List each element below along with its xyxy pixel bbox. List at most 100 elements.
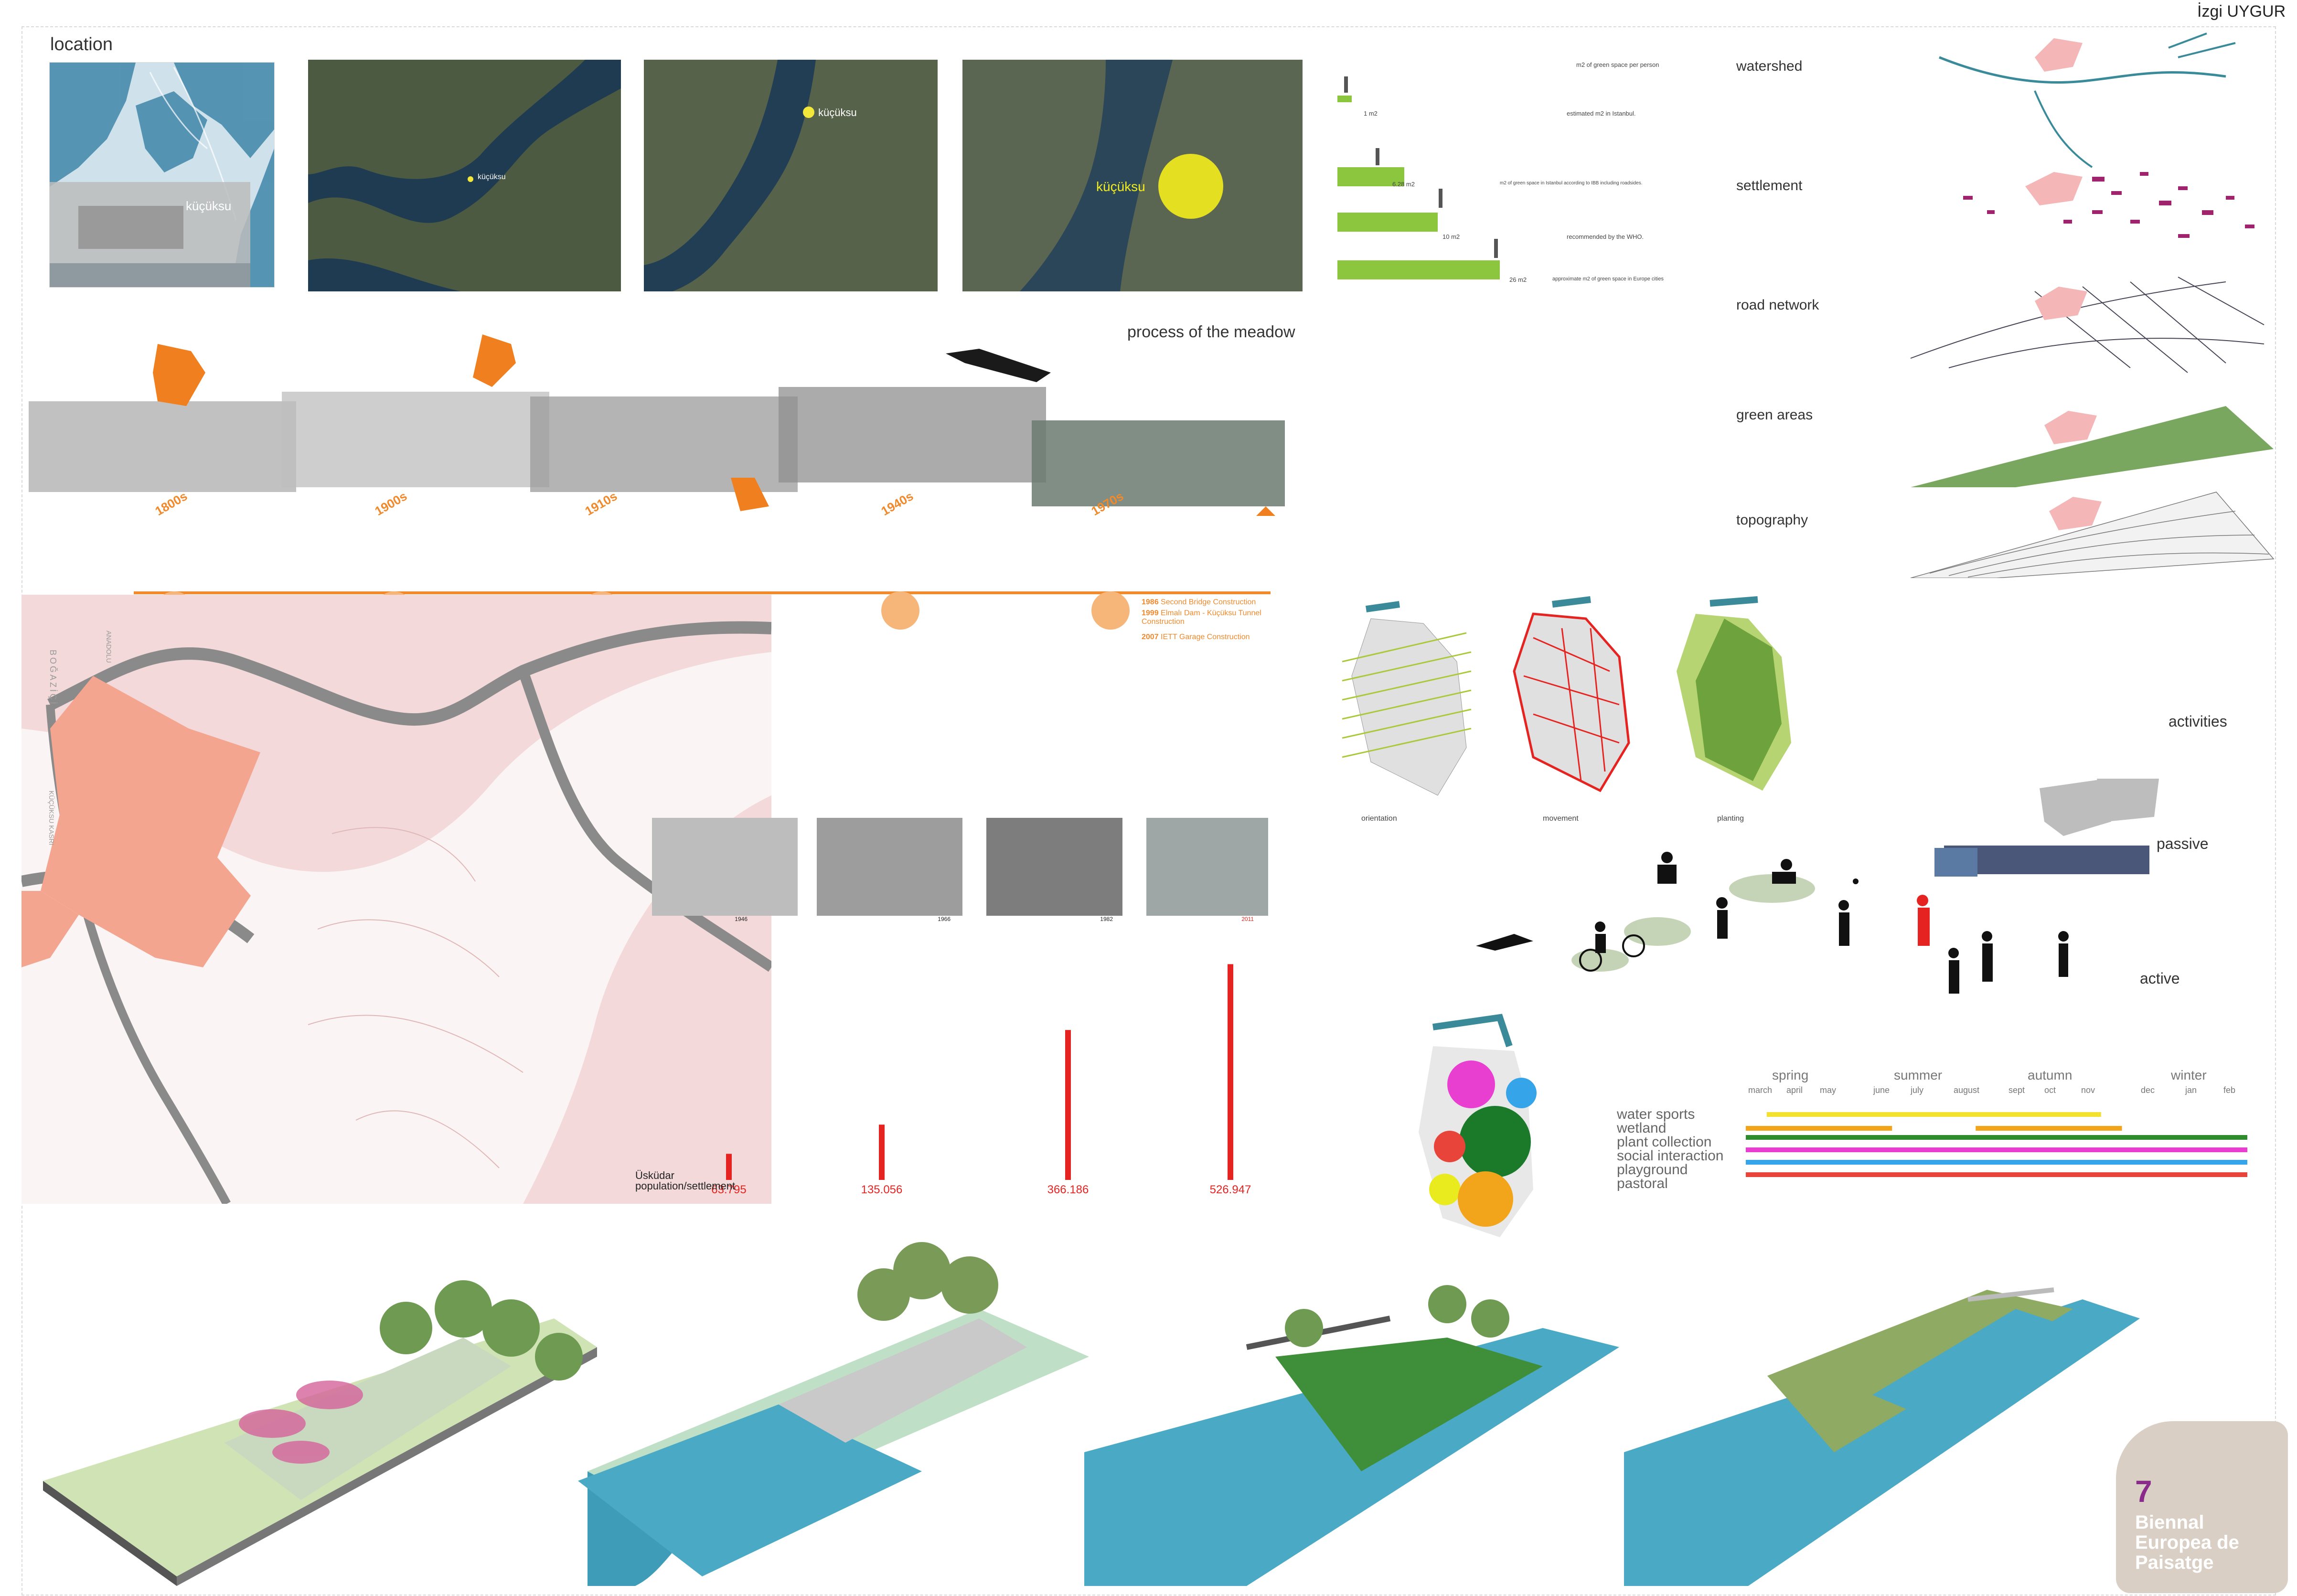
satellite-photo-3: küçüksu — [962, 60, 1303, 291]
timeline-line — [134, 591, 1271, 594]
satellite-photo-1-label: küçüksu — [478, 173, 506, 181]
season-label-wetland: wetland — [1617, 1120, 1667, 1136]
population-caption: Üsküdar population/settlement — [635, 1169, 736, 1192]
season-bars — [1746, 1112, 2247, 1177]
layer-label-watershed: watershed — [1736, 58, 1803, 74]
event-2-year: 1999 — [1142, 609, 1159, 617]
historic-photo-year-1946: 1946 — [735, 916, 748, 922]
season-row-labels: water sports wetland plant collection so… — [1617, 1106, 1724, 1191]
month-june: june — [1873, 1085, 1890, 1095]
activities-passive: passive — [2157, 835, 2209, 852]
population-value-1946: 63.795 — [711, 1183, 746, 1196]
historic-photo-year-1966: 1966 — [938, 916, 951, 922]
green-space-note-1: estimated m2 in Istanbul. — [1567, 110, 1636, 117]
timeline-event-1: 1986 Second Bridge Construction — [1142, 598, 1256, 607]
green-space-note-4: approximate m2 of green space in Europe … — [1552, 276, 1664, 282]
season-winter: winter — [2171, 1068, 2207, 1082]
season-bar-pastoral — [1746, 1172, 2247, 1177]
layer-label-green-areas: green areas — [1736, 407, 1813, 423]
historic-photo-year-1982: 1982 — [1100, 916, 1113, 922]
activities-active: active — [2140, 970, 2180, 987]
map-label-bogazici: BOĞAZİÇİ — [48, 650, 58, 707]
season-autumn: autumn — [2028, 1068, 2073, 1082]
activities-title: activities — [2169, 713, 2227, 730]
month-july: july — [1911, 1085, 1924, 1095]
population-chart: 63.7951946135.0561966366.1861982526.9472… — [711, 916, 1254, 1196]
season-label-water-sports: water sports — [1617, 1106, 1695, 1122]
green-space-note-2: m2 of green space in Istanbul according … — [1500, 181, 1643, 186]
timeline-dot-5 — [1091, 591, 1130, 630]
location-map-label: küçüksu — [186, 199, 232, 213]
biennale-badge: 7 Biennal Europea de Paisatge — [2116, 1421, 2288, 1593]
green-space-value-2: 6.28 m2 — [1392, 181, 1415, 188]
biennale-line-1: Biennal — [2135, 1512, 2204, 1533]
layer-label-road-network: road network — [1736, 297, 1819, 313]
season-label-playground: playground — [1617, 1162, 1688, 1178]
event-2-text: Elmalı Dam - Küçüksu Tunnel Construction — [1142, 609, 1261, 626]
green-space-steps — [1337, 76, 1500, 279]
season-bar-water-sports — [1766, 1112, 2101, 1117]
season-bar-plant-collection — [1746, 1135, 2247, 1140]
satellite-photo-2-label: küçüksu — [818, 107, 857, 118]
axonometric-views — [43, 1242, 2140, 1586]
map-label-anadolu: ANADOLU — [105, 631, 113, 663]
month-feb: feb — [2223, 1085, 2236, 1095]
season-label-social-interaction: social interaction — [1617, 1148, 1724, 1164]
event-1-text: Second Bridge Construction — [1161, 598, 1256, 606]
population-bar-1946 — [726, 1154, 732, 1180]
month-april: april — [1786, 1085, 1803, 1095]
season-bar-wetland-2 — [1976, 1126, 2122, 1131]
map-label-kucuksu-kasri: KÜÇÜKSU KASRI — [48, 791, 55, 846]
historic-photo-1 — [652, 818, 798, 916]
biennale-line-3: Paisatge — [2135, 1552, 2214, 1573]
green-space-panel: m2 of green space per person 1 m2 estima… — [1328, 57, 1691, 287]
season-bar-wetland — [1746, 1126, 1892, 1131]
layer-label-settlement: settlement — [1736, 178, 1803, 193]
historic-photo-3 — [986, 818, 1122, 916]
green-space-value-1: 1 m2 — [1364, 110, 1378, 117]
population-value-1982: 366.186 — [1047, 1183, 1089, 1196]
population-bar-1982 — [1065, 1030, 1071, 1180]
event-1-year: 1986 — [1142, 598, 1159, 606]
location-map: küçüksu — [49, 62, 275, 288]
month-dec: dec — [2141, 1085, 2155, 1095]
season-summer: summer — [1894, 1068, 1943, 1082]
activities-silhouettes — [1476, 779, 2159, 994]
historic-photo-year-2011: 2011 — [1241, 916, 1254, 922]
month-jan: jan — [2185, 1085, 2197, 1095]
site-diagrams — [1342, 596, 1791, 796]
program-circles — [1419, 1014, 1537, 1237]
season-label-plant-collection: plant collection — [1617, 1134, 1712, 1150]
month-oct: oct — [2044, 1085, 2056, 1095]
month-may: may — [1820, 1085, 1837, 1095]
satellite-photo-3-label: küçüksu — [1096, 179, 1145, 194]
season-bar-social-interaction — [1746, 1147, 2247, 1152]
biennale-line-2: Europea de — [2135, 1532, 2239, 1553]
months-row: march april may june july august sept oc… — [1748, 1085, 2250, 1097]
event-3-text: IETT Garage Construction — [1161, 633, 1250, 641]
population-bar-2011 — [1228, 964, 1233, 1180]
layer-label-topography: topography — [1736, 512, 1808, 528]
population-value-1966: 135.056 — [861, 1183, 903, 1196]
process-title: process of the meadow — [1127, 323, 1295, 341]
diagram-label-planting: planting — [1717, 814, 1744, 823]
season-label-pastoral: pastoral — [1617, 1176, 1668, 1191]
month-march: march — [1748, 1085, 1773, 1095]
satellite-photo-1: küçüksu — [308, 60, 621, 291]
satellite-photo-2: küçüksu — [644, 60, 938, 291]
green-space-note-3: recommended by the WHO. — [1567, 233, 1644, 240]
timeline-event-3: 2007 IETT Garage Construction — [1142, 633, 1250, 642]
month-august: august — [1954, 1085, 1980, 1095]
season-bar-playground — [1746, 1160, 2247, 1165]
historic-photo-2 — [817, 818, 962, 916]
month-sept: sept — [2009, 1085, 2025, 1095]
diagram-label-movement: movement — [1543, 814, 1579, 823]
population-bar-1966 — [879, 1125, 885, 1180]
season-spring: spring — [1772, 1068, 1809, 1082]
process-collage — [29, 334, 1285, 516]
green-space-value-4: 26 m2 — [1509, 276, 1527, 283]
biennale-number: 7 — [2135, 1474, 2152, 1509]
author-name: İzgi UYGUR — [2197, 2, 2286, 21]
timeline-dot-4 — [881, 591, 919, 630]
event-3-year: 2007 — [1142, 633, 1159, 641]
